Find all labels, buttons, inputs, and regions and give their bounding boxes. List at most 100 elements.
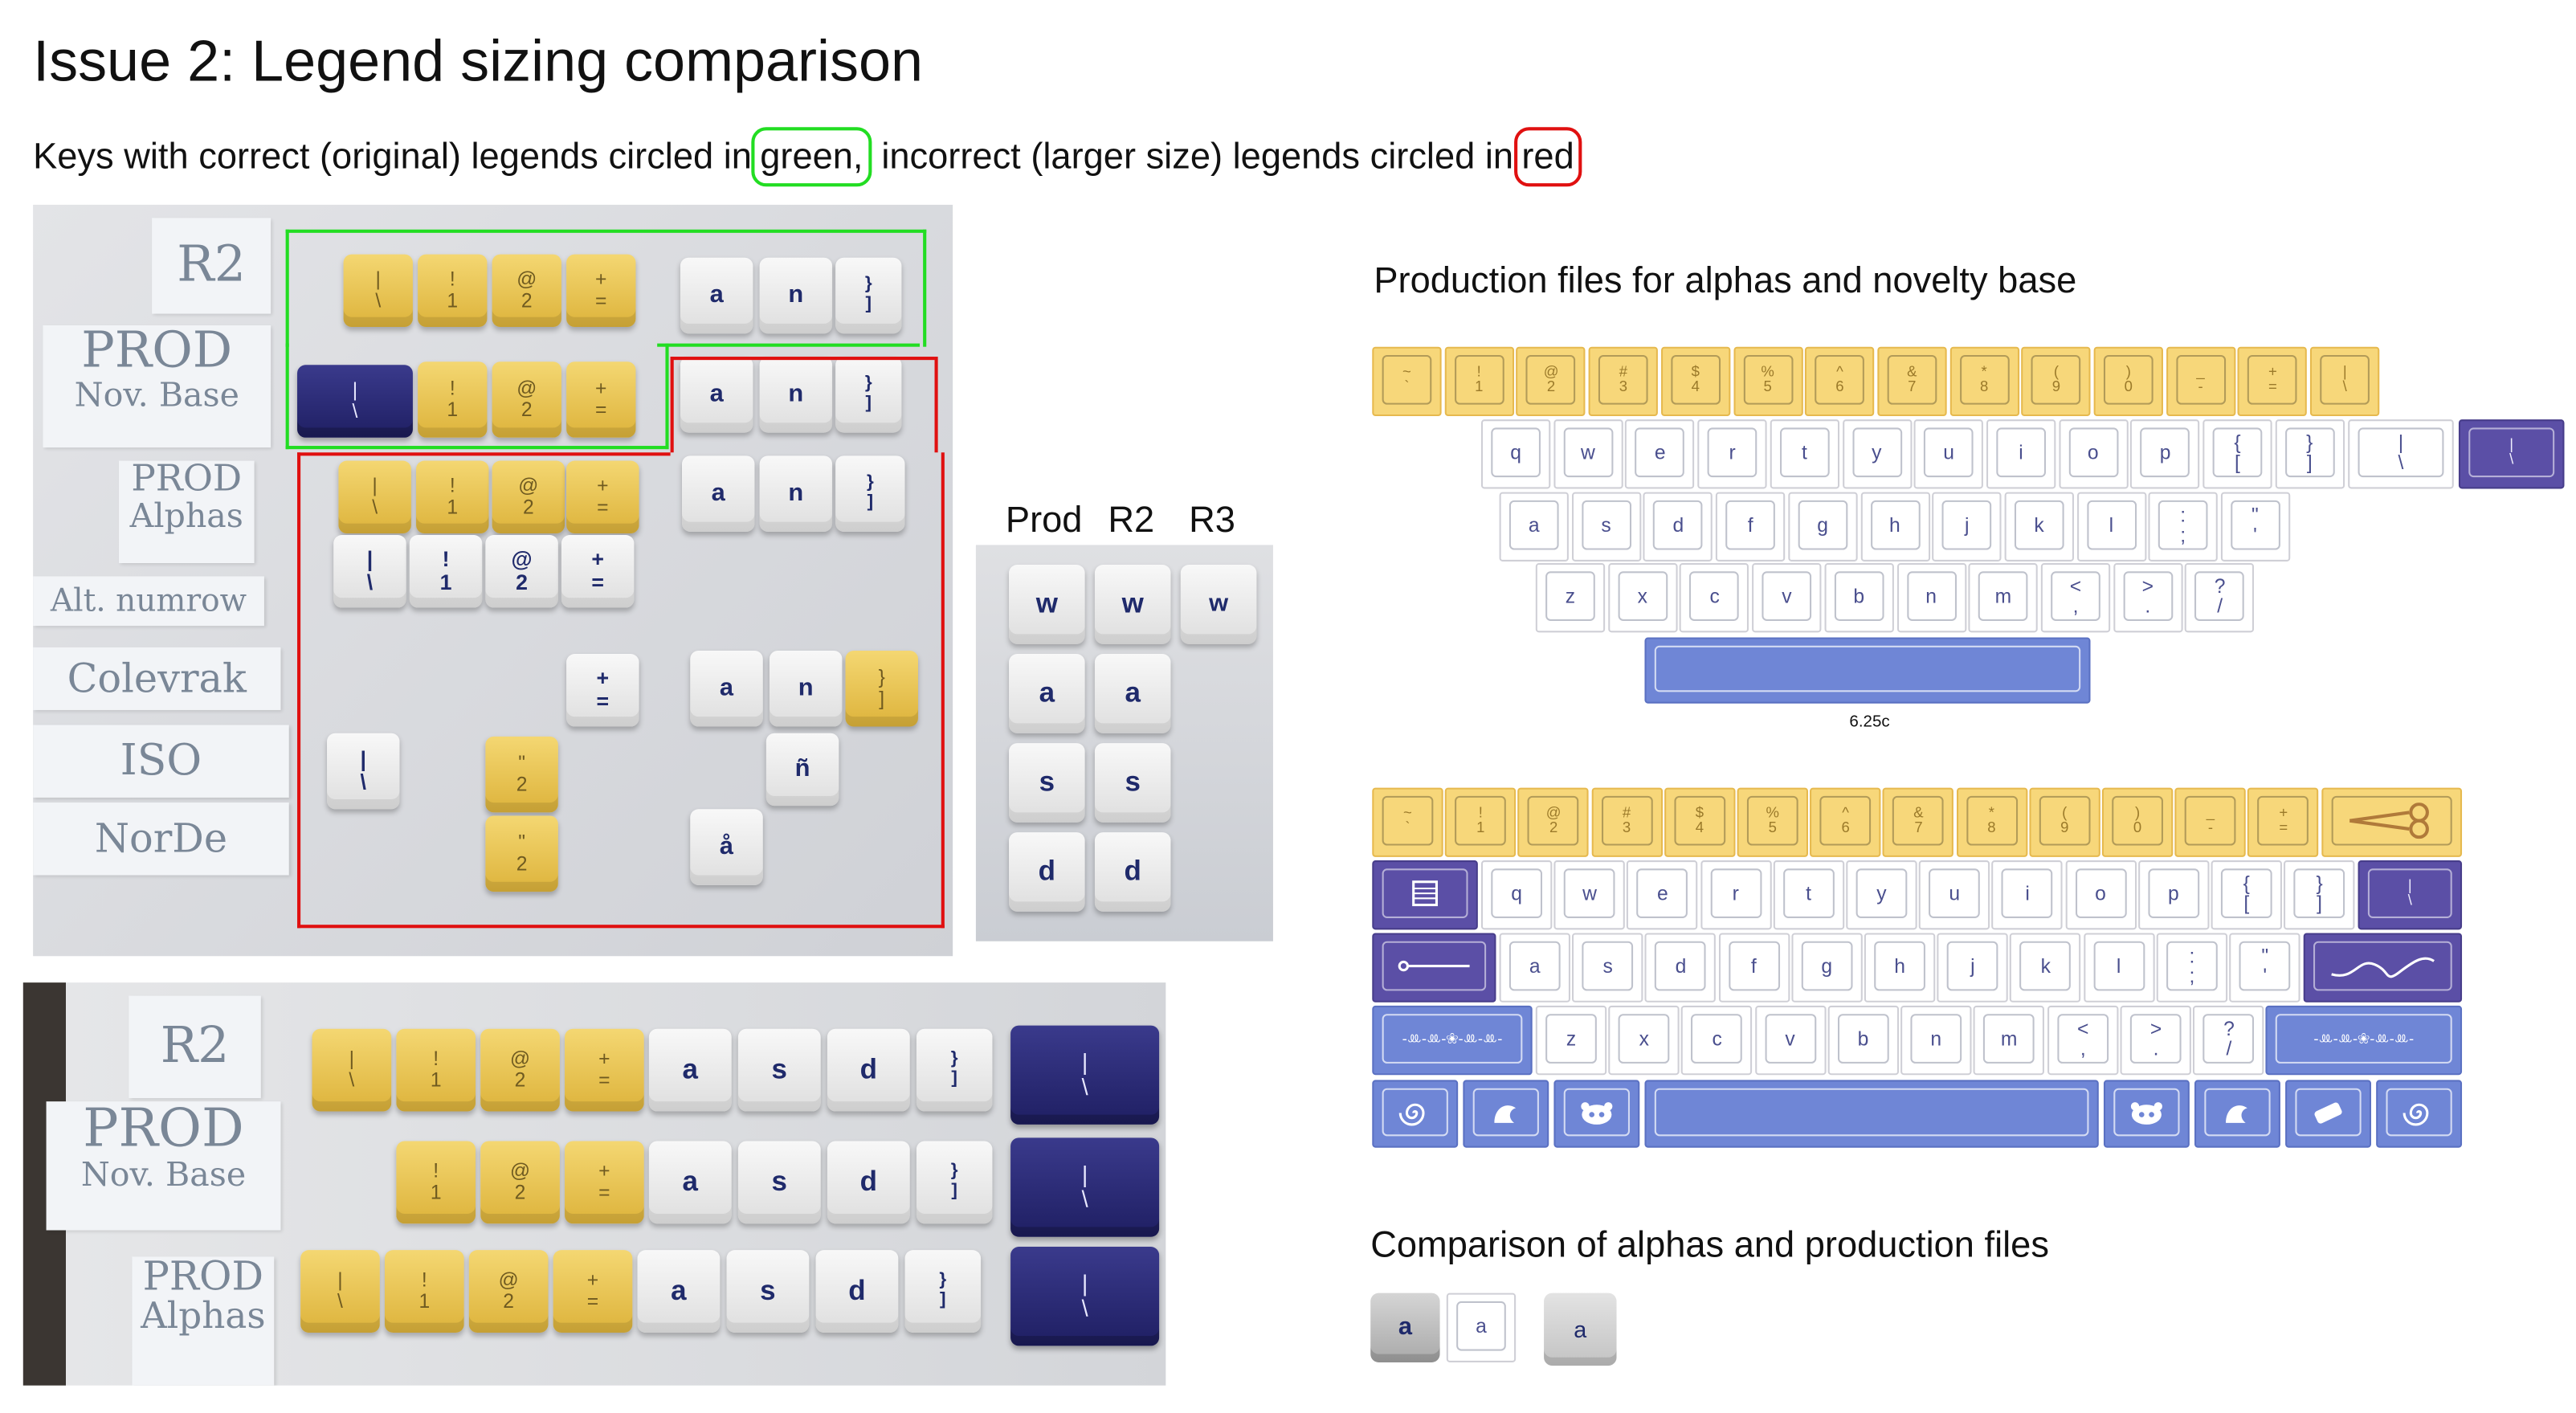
keycap: a (680, 257, 753, 334)
keycap-face: <, (2057, 1014, 2109, 1064)
keycap-face: ~` (1382, 354, 1432, 405)
keycap-face: t (1779, 427, 1830, 478)
keycap-face: z (1545, 571, 1595, 621)
keycap-face: o (2068, 427, 2118, 478)
legend: ] (951, 1068, 957, 1088)
keycap-face: |\ (2320, 354, 2370, 405)
green-label: green, (751, 127, 872, 187)
alpha-key: e (1625, 419, 1695, 489)
punct-key: >. (2120, 1005, 2192, 1076)
legend-top: | (2342, 363, 2347, 380)
keycap: s (737, 1028, 821, 1112)
keycap: s (737, 1141, 821, 1224)
keycap: a (690, 650, 763, 727)
numrow-key: #3 (1588, 346, 1659, 417)
keycap-face: }] (2293, 868, 2345, 918)
keycap: |\ (1010, 1137, 1160, 1237)
keycap: !1 (416, 460, 489, 533)
keycap-face: p (2148, 868, 2199, 918)
keycap-face: (9 (2039, 795, 2091, 846)
numrow-key: |\ (2310, 346, 2380, 417)
alpha-key: f (1718, 933, 1790, 1003)
spacebar (1644, 1080, 2099, 1148)
keycap-face: (9 (2031, 354, 2081, 405)
legend-bottom: / (2226, 1036, 2232, 1060)
keycap: @2 (468, 1250, 549, 1333)
alpha-key: h (1864, 933, 1936, 1003)
legend-top: $ (1695, 804, 1704, 821)
legend-top: ) (2135, 804, 2141, 821)
legend-bottom: 0 (2133, 819, 2142, 836)
yarn-swirl-icon (2313, 941, 2452, 991)
alpha-key: a (1499, 492, 1569, 562)
keycap-face: f (1725, 500, 1776, 550)
spacebar (1644, 637, 2091, 704)
keycap: !1 (384, 1250, 464, 1333)
legend-top: > (2149, 1017, 2162, 1041)
alpha-key: j (1932, 492, 2002, 562)
keycap: s (1094, 743, 1171, 823)
legend: | (1081, 1161, 1088, 1188)
keycap: }] (904, 1250, 982, 1333)
punct-key: :; (2156, 933, 2228, 1003)
legend-bottom: 0 (2124, 378, 2133, 395)
legend: \ (1081, 1185, 1088, 1212)
keycap-face: x (1618, 1014, 1670, 1064)
numrow-key: %5 (1737, 787, 1808, 857)
keycap-face: += (2247, 354, 2298, 405)
keycap: "2 (485, 815, 558, 892)
yarn-swirl-icon-key (2376, 1080, 2463, 1148)
legend-bottom: - (2207, 819, 2214, 836)
legend-top: " (2251, 503, 2259, 527)
alpha-key: c (1681, 1005, 1753, 1076)
keycap: += (566, 460, 639, 533)
keycap-face: _- (2175, 354, 2226, 405)
legend-bottom: [ (2243, 892, 2250, 915)
keycap-face: }] (2284, 427, 2335, 478)
keycap-face: :; (2166, 941, 2218, 991)
novelty-legend: -ꔛ-ꔛ-❀-ꔛ-ꔛ- (1382, 1014, 1523, 1064)
legend-top: { (2234, 431, 2241, 455)
legend: } (950, 1162, 958, 1182)
alpha-key: m (1973, 1005, 2045, 1076)
keycap-face: n (1906, 571, 1956, 621)
backslash-key-purple: |\ (2358, 860, 2463, 930)
alpha-key: y (1842, 419, 1912, 489)
alpha-key: e (1627, 860, 1699, 930)
legend: | (1081, 1049, 1088, 1076)
alpha-key: o (2064, 860, 2137, 930)
keycap: }] (916, 1141, 993, 1224)
tag-norde: NorDe (33, 802, 289, 876)
alpha-key: v (1752, 562, 1822, 633)
keycap-face: z (1545, 1014, 1597, 1064)
keycap-face: r (1707, 427, 1757, 478)
punct-key: >. (2113, 562, 2182, 633)
keycap-face: a (1508, 941, 1561, 991)
keycap-face: )0 (2103, 354, 2153, 405)
column-label-r2: R2 (1108, 498, 1155, 541)
keycap-face: l (2092, 941, 2145, 991)
legend-top: # (1619, 363, 1628, 380)
comparison-overlay-key: a (1544, 1293, 1617, 1366)
alpha-key: b (1824, 562, 1894, 633)
legend-bottom: ` (1405, 819, 1410, 836)
keycap: n (769, 650, 843, 727)
spacebar-face (1654, 1088, 2089, 1137)
keycap-face: w (1564, 868, 1615, 918)
legend: 2 (503, 1289, 515, 1313)
numrow-key: *8 (1956, 787, 2027, 857)
keycap: d (827, 1028, 910, 1112)
alpha-key: x (1607, 562, 1677, 633)
legend-bottom: ; (2180, 523, 2186, 547)
yarn-swirl-icon (1382, 1088, 1448, 1137)
legend: 2 (514, 1180, 526, 1204)
legend-bottom: . (2145, 594, 2151, 618)
eraser-icon (2295, 1088, 2362, 1137)
panda-icon-key (2103, 1080, 2190, 1148)
keycap-face: &7 (1887, 354, 1937, 405)
keycap: @2 (492, 361, 561, 438)
keycap: += (566, 254, 636, 328)
legend-bottom: [ (2235, 451, 2240, 474)
keycap: !1 (418, 254, 488, 328)
keycap: d (1009, 832, 1085, 912)
